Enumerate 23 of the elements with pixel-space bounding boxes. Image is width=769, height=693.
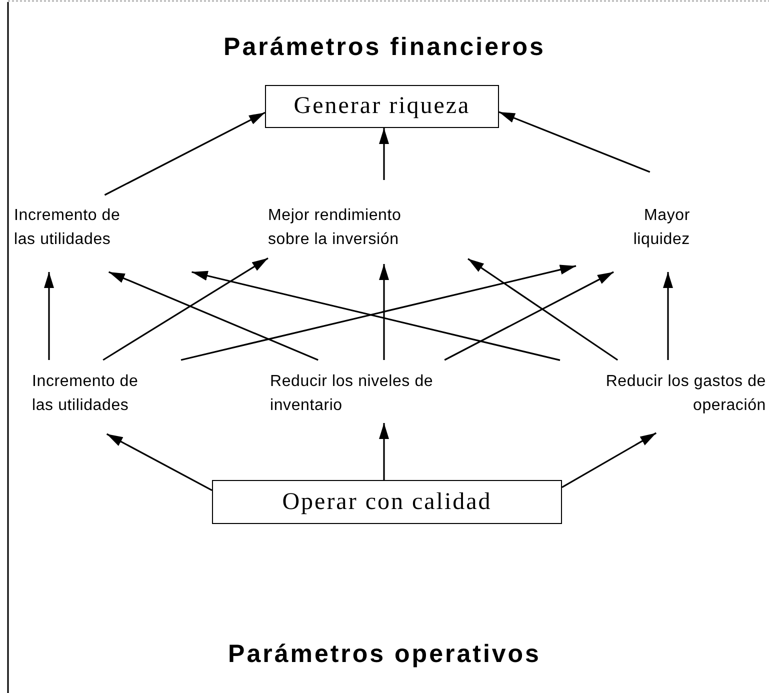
node-label: Reducir los gastos de operación (604, 372, 766, 416)
process-box: Operar con calidad (212, 480, 562, 524)
arrow (379, 423, 389, 480)
title: Parámetros financieros (222, 33, 546, 62)
node-label: Mejor rendimiento sobre la inversión (268, 206, 402, 250)
node-label: Mayor liquidez (632, 206, 690, 250)
arrow (379, 264, 389, 360)
arrow (663, 272, 673, 360)
arrow (108, 271, 318, 361)
node-label: Incremento de las utilidades (32, 372, 140, 416)
arrow (498, 111, 650, 173)
process-box: Generar riqueza (265, 85, 499, 128)
arrow (379, 128, 389, 180)
arrow (468, 258, 618, 361)
arrow (562, 432, 657, 488)
arrow (44, 272, 54, 360)
arrow (102, 257, 268, 361)
arrow (106, 433, 212, 492)
arrow (444, 271, 614, 361)
arrow (104, 112, 266, 196)
node-label: Reducir los niveles de inventario (270, 372, 434, 416)
section-heading: Parámetros operativos (227, 640, 542, 669)
node-label: Incremento de las utilidades (14, 206, 122, 250)
